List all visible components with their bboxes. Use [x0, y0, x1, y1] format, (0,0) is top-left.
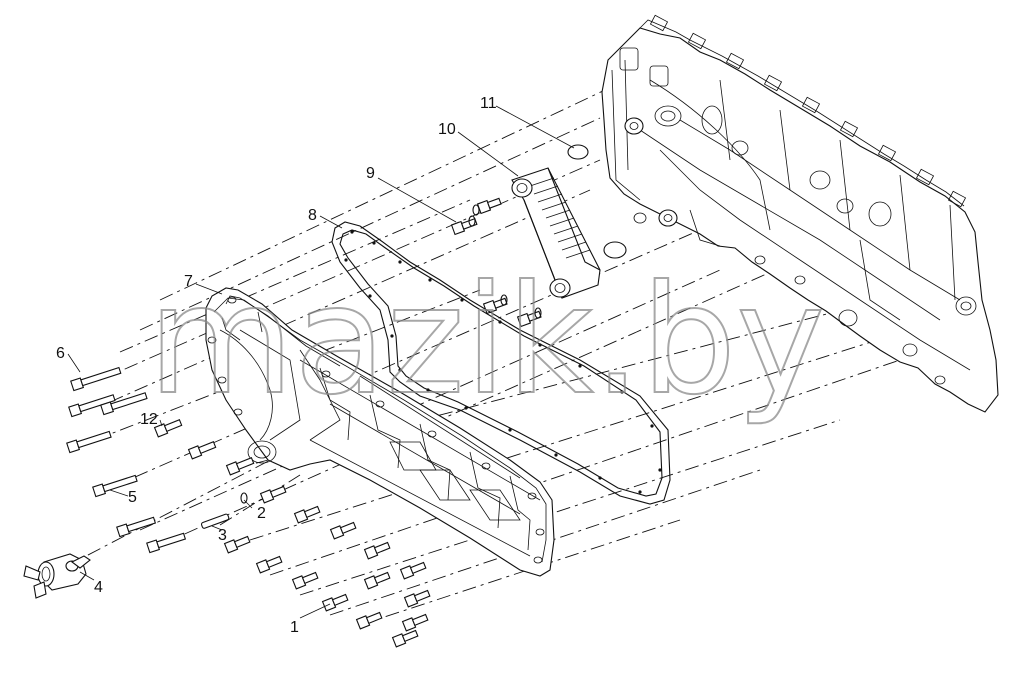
- callout-5: 5: [128, 489, 137, 506]
- part-8-gasket: [331, 221, 671, 505]
- part-10-oil-cooler: [511, 167, 601, 299]
- callout-12: 12: [140, 411, 158, 428]
- callout-6: 6: [56, 345, 65, 362]
- callout-7: 7: [184, 273, 193, 290]
- callout-labels: 1 2 3 4 5 6 7 8 9 10 11 12: [56, 95, 497, 636]
- part-2-washer: [240, 492, 248, 504]
- callout-2: 2: [257, 505, 266, 522]
- part-12-bolt: [153, 419, 255, 476]
- part-6-long-bolt: [66, 366, 148, 454]
- callout-3: 3: [218, 527, 227, 544]
- callout-9: 9: [366, 165, 375, 182]
- part-3-dowel-pin: [200, 513, 230, 529]
- engine-block: [601, 14, 999, 413]
- part-1-bolt: [223, 485, 431, 648]
- callout-1: 1: [290, 619, 299, 636]
- part-5-long-bolt: [92, 474, 187, 554]
- part-4-valve: [23, 553, 91, 599]
- leader-lines: [67, 105, 575, 619]
- callout-8: 8: [308, 207, 317, 224]
- callout-11: 11: [480, 95, 497, 112]
- callout-4: 4: [94, 579, 103, 596]
- part-7-cover-housing: [205, 287, 555, 577]
- callout-10: 10: [438, 121, 456, 138]
- part-11-o-ring: [567, 144, 627, 259]
- watermark-text: mazik.by: [148, 254, 825, 428]
